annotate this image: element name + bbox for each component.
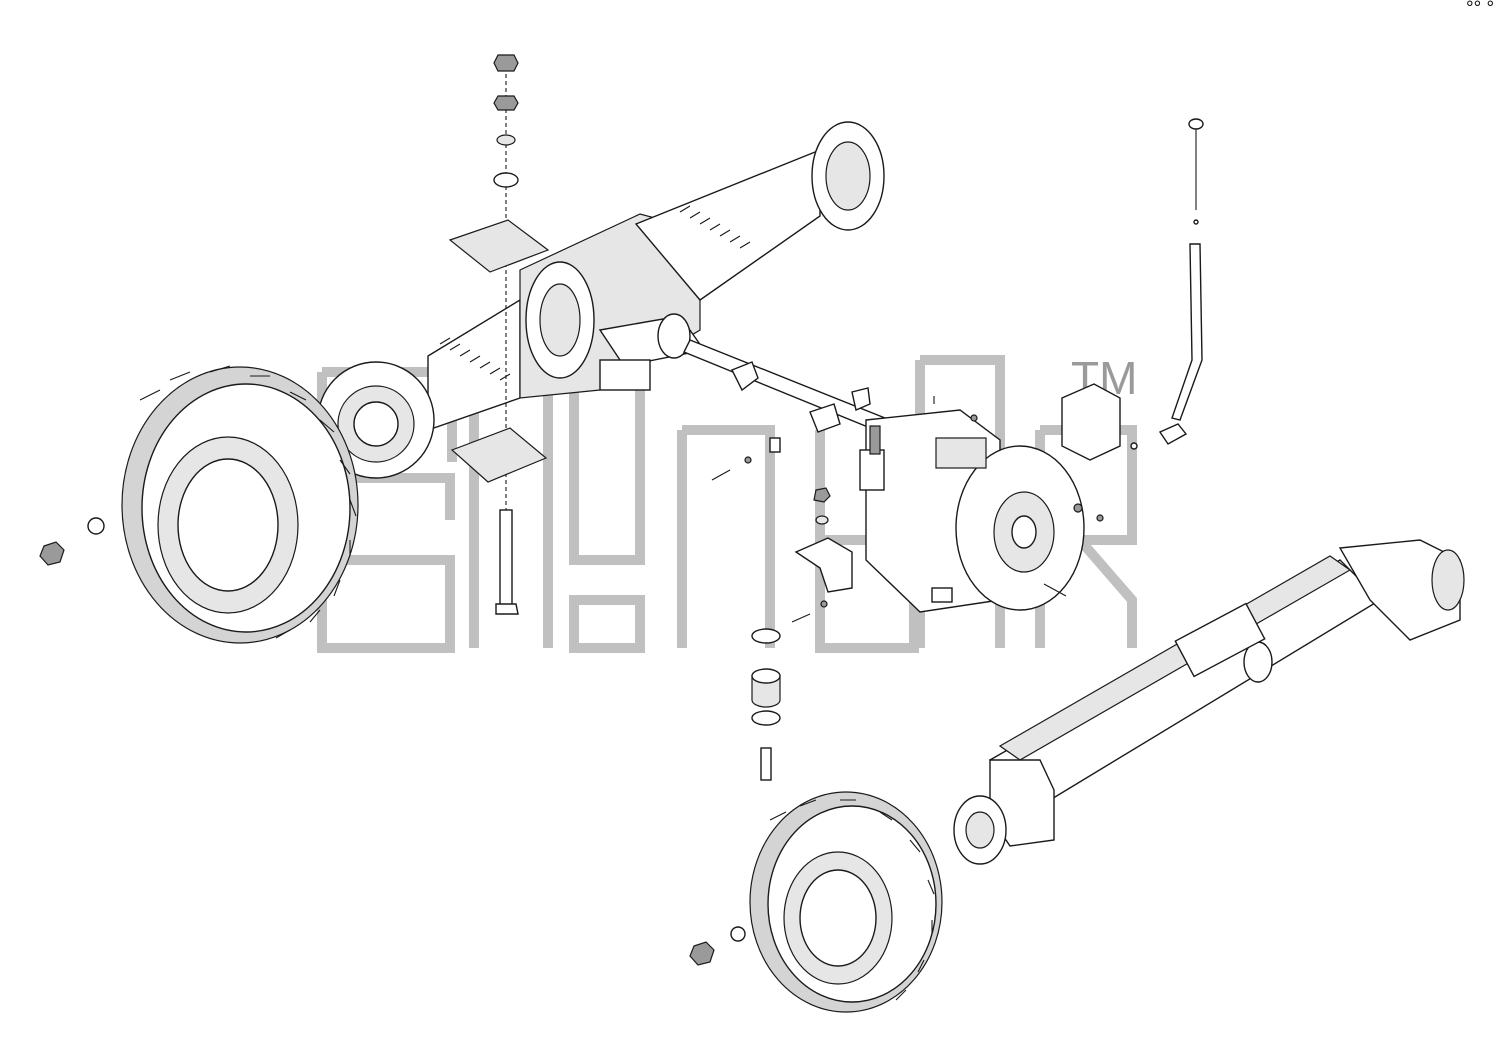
washer-20-upper [751, 628, 781, 644]
mount-plate-10 [450, 427, 548, 483]
washer-14 [744, 456, 752, 464]
mount-plate-9 [448, 219, 550, 273]
nut-16 [813, 487, 831, 503]
nut-25 [689, 941, 715, 966]
mount-stud-stack [448, 54, 550, 615]
bolt-15 [711, 469, 731, 481]
washer-26 [730, 926, 746, 942]
clamp-13-lower [809, 403, 841, 433]
nut-1 [39, 541, 65, 566]
rear-axle-housing [317, 121, 941, 479]
washer-20-lower [751, 710, 781, 726]
bolt-21 [760, 747, 772, 781]
corner-mark: °° °°° [1466, 0, 1493, 19]
washer-17 [815, 515, 829, 525]
clamp-12 [731, 361, 759, 392]
bracket-35 [1061, 383, 1121, 461]
bolt-11 [499, 509, 513, 607]
washer-2 [87, 517, 105, 535]
small-hardware [711, 361, 871, 781]
damper-19 [751, 675, 781, 708]
lock-washer-7 [496, 134, 516, 146]
front-axle [953, 539, 1465, 865]
nut-6 [493, 95, 519, 111]
bolt-22 [791, 613, 811, 623]
bracket-18 [794, 537, 853, 593]
tube-39 [1171, 243, 1203, 421]
front-wheel [689, 791, 943, 1013]
nut-6-top [493, 54, 519, 72]
dipstick-assembly [933, 118, 1204, 597]
left-wheel [39, 365, 359, 644]
gearbox-assembly [859, 409, 1085, 613]
washer-8 [493, 172, 519, 188]
clamp-13-upper [851, 387, 871, 411]
nut-13 [769, 437, 781, 453]
washer-23 [820, 600, 828, 608]
